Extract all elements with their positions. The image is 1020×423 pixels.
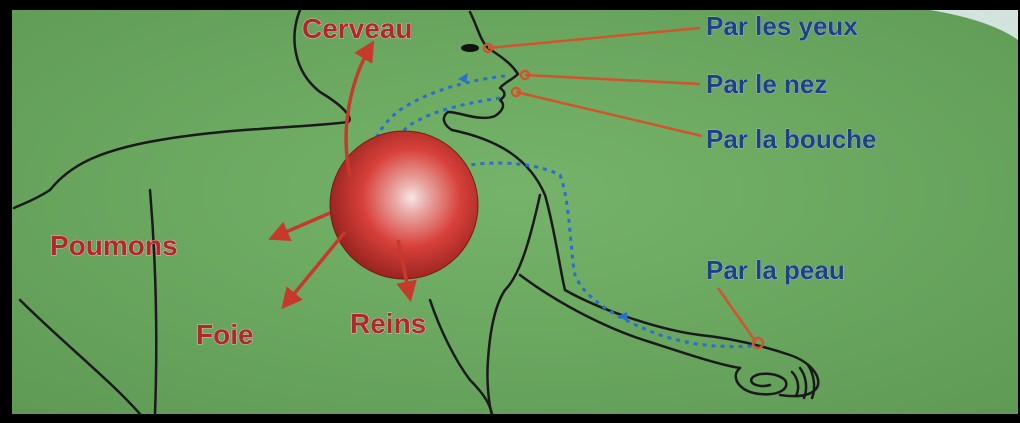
- label-par-la-bouche: Par la bouche: [706, 124, 877, 154]
- label-foie: Foie: [196, 319, 254, 350]
- label-par-la-peau: Par la peau: [706, 255, 845, 285]
- eye-icon: [461, 44, 479, 52]
- label-par-les-yeux: Par les yeux: [706, 11, 858, 41]
- label-cerveau: Cerveau: [302, 13, 413, 44]
- circulation-sphere: [330, 131, 478, 279]
- label-reins: Reins: [350, 308, 426, 339]
- label-par-le-nez: Par le nez: [706, 69, 827, 99]
- label-poumons: Poumons: [50, 230, 178, 261]
